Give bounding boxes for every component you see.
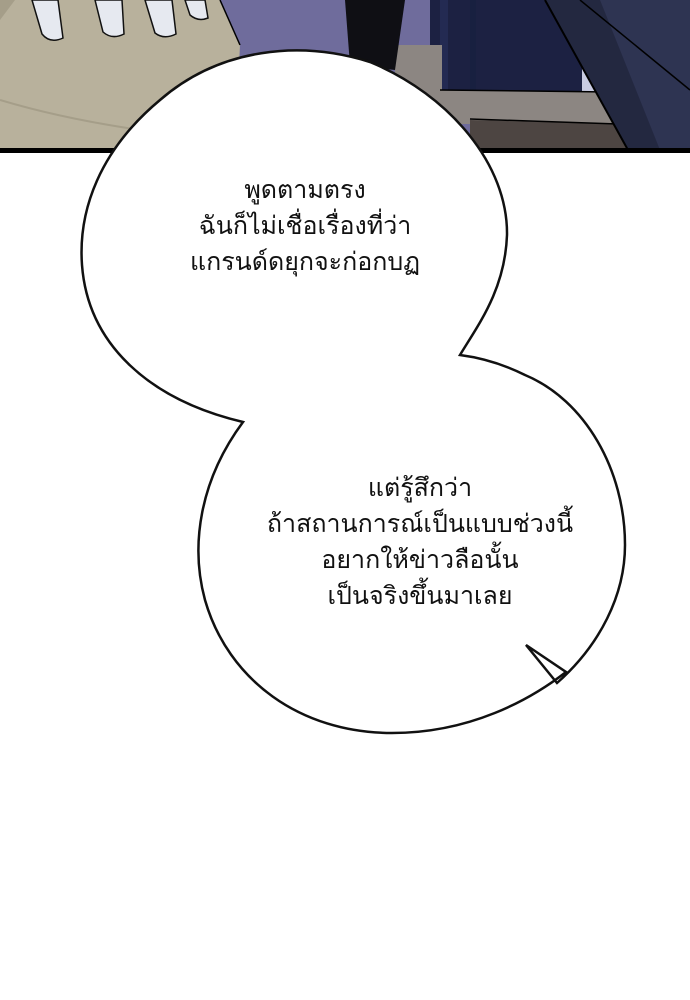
speech-bubble-outline <box>80 49 627 735</box>
dialogue-line: อยากให้ข่าวลือนั้น <box>321 545 519 574</box>
speech-bubble-top-text: พูดตามตรง ฉันก็ไม่เชื่อเรื่องที่ว่า แกรน… <box>120 172 490 280</box>
dialogue-line: เป็นจริงขึ้นมาเลย <box>327 581 513 610</box>
dialogue-line: แกรนด์ดยุกจะก่อกบฏ <box>189 247 421 276</box>
dialogue-line: แต่รู้สึกว่า <box>367 473 473 502</box>
dialogue-line: ถ้าสถานการณ์เป็นแบบช่วงนี้ <box>266 509 574 538</box>
dialogue-line: พูดตามตรง <box>244 175 366 204</box>
speech-bubble-bottom-text: แต่รู้สึกว่า ถ้าสถานการณ์เป็นแบบช่วงนี้ … <box>220 470 620 614</box>
dialogue-line: ฉันก็ไม่เชื่อเรื่องที่ว่า <box>198 211 412 240</box>
speech-bubble-group <box>80 49 627 735</box>
